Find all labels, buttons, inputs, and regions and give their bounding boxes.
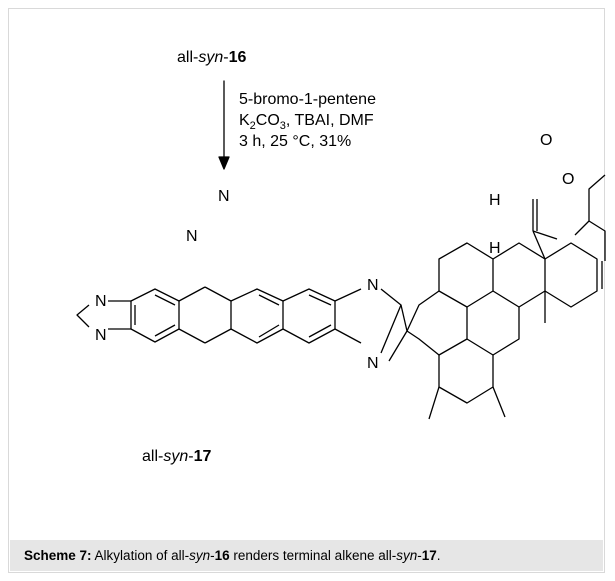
caption-label: Scheme 7: xyxy=(24,548,92,563)
caption-bar: Scheme 7: Alkylation of all-syn-16 rende… xyxy=(10,540,603,571)
scaffold-detail xyxy=(76,174,606,420)
atom-n: N xyxy=(95,327,107,344)
caption-italic: syn xyxy=(189,548,211,563)
caption-text: renders terminal alkene all- xyxy=(229,548,397,563)
product-label: all-syn-17 xyxy=(142,448,211,465)
condition-base: K2CO3, TBAI, DMF xyxy=(239,112,374,132)
reaction-arrowhead xyxy=(218,156,230,170)
atom-n: N xyxy=(367,277,379,294)
caption-text: . xyxy=(436,548,441,563)
atom-n: N xyxy=(186,228,198,245)
caption-compound-number: 17 xyxy=(421,548,437,563)
condition-reagent: 5-bromo-1-pentene xyxy=(239,91,376,108)
reactant-label: all-syn-16 xyxy=(177,49,246,66)
condition-time-temp-yield: 3 h, 25 °C, 31% xyxy=(239,133,351,150)
caption-text: - xyxy=(417,548,422,563)
caption-text: Alkylation of all- xyxy=(91,548,190,563)
caption-italic: syn xyxy=(396,548,418,563)
caption-text: - xyxy=(210,548,215,563)
atom-h: H xyxy=(489,192,501,209)
scheme-7-drawing: all-syn-16 5-bromo-1-pentene K2CO3, TBAI… xyxy=(76,49,606,465)
scheme-caption: Scheme 7: Alkylation of all-syn-16 rende… xyxy=(24,547,441,564)
atom-n: N xyxy=(367,355,379,372)
atom-n: N xyxy=(95,293,107,310)
atom-n: N xyxy=(218,188,230,205)
atom-o: O xyxy=(540,132,552,149)
atom-o: O xyxy=(562,171,574,188)
scheme-figure: all-syn-16 5-bromo-1-pentene K2CO3, TBAI… xyxy=(8,8,606,573)
atom-h: H xyxy=(489,240,501,257)
caption-compound-number: 16 xyxy=(214,548,230,563)
